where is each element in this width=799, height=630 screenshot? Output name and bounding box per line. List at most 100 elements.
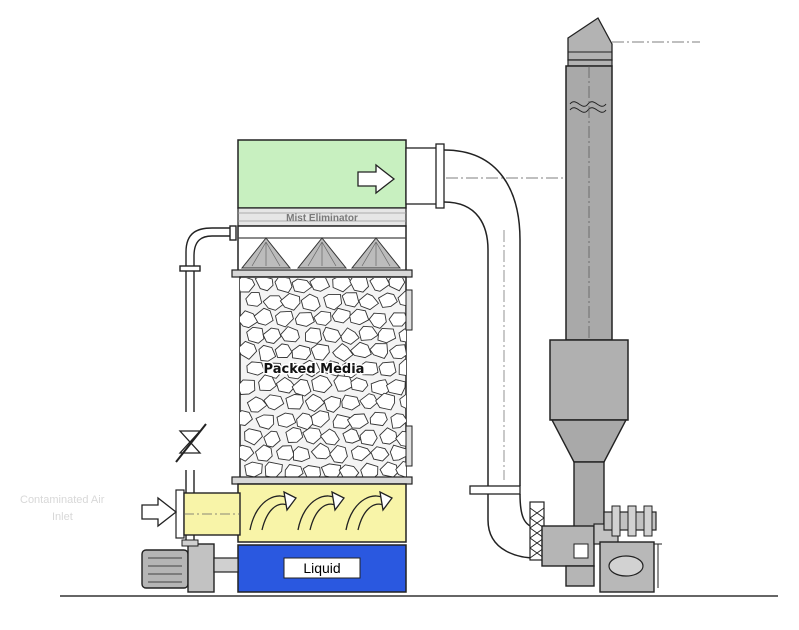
media-stone <box>255 414 275 430</box>
media-stone <box>341 362 362 379</box>
media-stone <box>379 427 398 445</box>
media-stone <box>310 343 330 361</box>
media-stone <box>323 293 343 311</box>
media-stone <box>302 427 323 445</box>
duct-flange-lower <box>469 485 521 495</box>
media-stone <box>274 310 294 328</box>
outlet-flange <box>435 143 445 209</box>
media-stone <box>341 394 361 411</box>
media-stone <box>262 327 282 344</box>
swirl-arrows <box>249 490 393 531</box>
stack-transition <box>550 419 628 463</box>
media-stone <box>254 278 274 292</box>
media-stone <box>284 362 305 380</box>
media-stone <box>359 393 379 410</box>
media-stone <box>246 396 268 413</box>
media-stone <box>253 307 274 326</box>
media-stone <box>359 361 379 376</box>
media-stone <box>350 445 372 462</box>
media-stone <box>377 327 397 344</box>
media-stone <box>313 310 332 326</box>
media-stone <box>305 327 323 344</box>
media-stone <box>377 292 398 308</box>
media-stone <box>291 278 313 294</box>
media-stone <box>349 278 369 293</box>
media-stone <box>310 442 332 460</box>
media-stone <box>284 464 304 478</box>
media-stone <box>310 410 330 428</box>
media-stone <box>395 430 406 447</box>
media-stone <box>323 395 342 413</box>
media-stone <box>368 312 387 329</box>
media-stone <box>378 361 397 377</box>
media-stone <box>369 411 388 427</box>
media-stone <box>240 379 256 395</box>
media-stone <box>245 292 263 307</box>
media-stone <box>262 295 286 311</box>
media-stone <box>346 413 369 429</box>
flow-arrow-icon <box>141 496 178 528</box>
media-stone <box>369 278 391 292</box>
media-stone <box>342 428 361 444</box>
media-stone <box>291 378 312 397</box>
media-stones <box>240 278 406 478</box>
media-stone <box>398 358 406 376</box>
media-stone <box>240 278 256 293</box>
media-stone <box>349 308 370 326</box>
media-stone <box>338 464 360 478</box>
media-stone <box>240 410 253 426</box>
media-stone <box>276 412 297 428</box>
media-stone <box>301 359 321 378</box>
valve-icon <box>175 423 207 463</box>
media-stone <box>275 376 296 394</box>
mist-eliminator-label: Mist Eliminator <box>286 213 358 224</box>
media-stone <box>389 344 406 360</box>
exhaust-stack <box>549 17 700 529</box>
media-stone <box>309 278 331 292</box>
media-stone <box>274 343 293 358</box>
media-stone <box>358 293 380 311</box>
media-stone <box>370 446 390 462</box>
fan-icon <box>541 505 662 593</box>
media-stone <box>388 312 406 327</box>
inspection-hatch-upper <box>405 289 413 331</box>
media-stone <box>274 278 293 294</box>
media-stone <box>320 463 342 478</box>
media-stone <box>285 394 304 410</box>
media-stone <box>311 374 333 394</box>
inlet-duct <box>175 489 241 539</box>
media-stone <box>333 375 355 392</box>
media-stone <box>349 341 372 359</box>
media-stone <box>341 292 360 308</box>
media-stone <box>389 444 406 461</box>
media-stone <box>263 362 283 379</box>
outlet-duct <box>405 143 537 559</box>
media-stone <box>390 413 406 429</box>
inlet-caption-line2: Inlet <box>52 511 73 523</box>
rain-cap <box>567 17 613 61</box>
media-stone <box>375 392 396 411</box>
media-stone <box>329 444 348 464</box>
media-stone <box>258 374 277 392</box>
pump-icon <box>141 539 239 593</box>
media-stone <box>332 278 353 293</box>
media-stone <box>293 446 311 462</box>
media-stone <box>263 394 285 411</box>
media-stone <box>398 328 406 343</box>
media-stone <box>332 343 354 362</box>
media-stone <box>350 377 369 392</box>
inlet-caption-line1: Contaminated Air <box>20 494 105 506</box>
media-stone <box>319 428 340 446</box>
inspection-hatch-lower <box>405 425 413 467</box>
media-stone <box>332 413 353 429</box>
media-stone <box>246 326 265 344</box>
media-stone <box>300 293 321 312</box>
scrubber-tower: Mist Eliminator Packed Media <box>231 139 413 593</box>
media-stone <box>302 465 321 478</box>
liquid-label-box <box>283 557 361 579</box>
media-stone <box>331 307 351 324</box>
media-stone <box>263 430 281 448</box>
media-stone <box>254 444 273 462</box>
